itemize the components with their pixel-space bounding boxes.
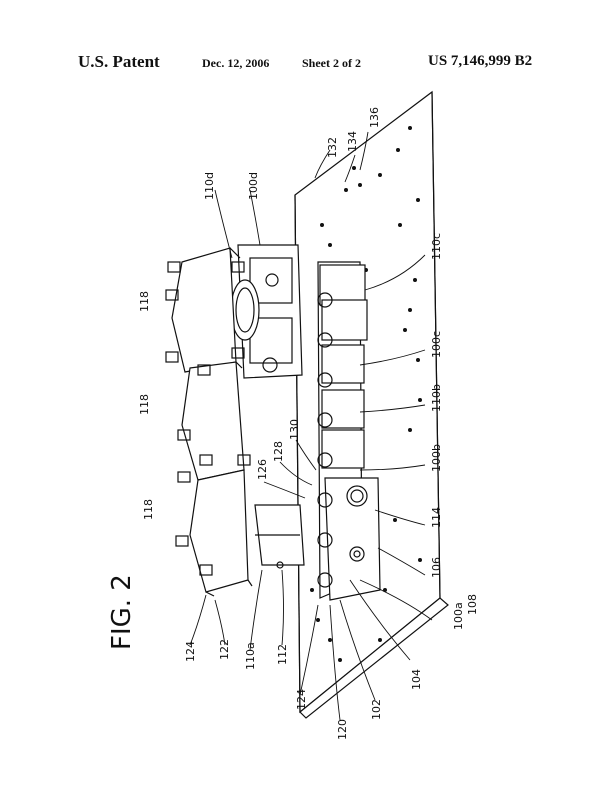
reference-numerals: 136 134 132 110d 100d 118 118 118 110c 1…: [138, 107, 479, 740]
ref-100b: 100b: [430, 444, 443, 472]
leader-lines: [189, 131, 433, 721]
module-chain: [317, 261, 381, 601]
ref-122: 122: [218, 639, 231, 660]
ref-112: 112: [276, 644, 289, 665]
ref-100c: 100c: [430, 331, 443, 358]
ref-118-middle: 118: [138, 394, 151, 415]
ref-126: 126: [256, 459, 269, 480]
ref-132: 132: [326, 137, 339, 158]
ref-128: 128: [272, 441, 285, 462]
bolts: [165, 261, 251, 576]
base-plate: [294, 90, 449, 719]
patent-title: U.S. Patent: [78, 52, 160, 71]
hex-plate-middle: [181, 361, 245, 481]
patent-number: US 7,146,999 B2: [428, 53, 533, 69]
ref-106: 106: [430, 557, 443, 578]
ref-120: 120: [336, 719, 349, 740]
sheet-number: Sheet 2 of 2: [302, 56, 361, 70]
ref-110b: 110b: [430, 384, 443, 412]
ref-104: 104: [410, 669, 423, 690]
ref-130: 130: [288, 419, 301, 440]
ref-134: 134: [346, 131, 359, 152]
cylinder-110a: [254, 504, 305, 569]
ref-108: 108: [466, 594, 479, 615]
ref-110c: 110c: [430, 233, 443, 260]
ref-118-top: 118: [138, 291, 151, 312]
figure-label: FIG. 2: [107, 574, 137, 650]
hex-plate-bottom: [189, 469, 253, 597]
ref-102: 102: [370, 699, 383, 720]
patent-date: Dec. 12, 2006: [202, 56, 270, 70]
ref-114: 114: [430, 507, 443, 528]
ref-110a: 110a: [244, 642, 257, 670]
ref-110d: 110d: [203, 172, 216, 200]
ref-100a: 100a: [452, 602, 465, 630]
ref-100d: 100d: [247, 172, 260, 200]
ref-124-right: 124: [295, 689, 308, 710]
ref-124-left: 124: [184, 641, 197, 662]
ref-118-bottom: 118: [142, 499, 155, 520]
ref-136: 136: [368, 107, 381, 128]
module-100d: [230, 244, 303, 379]
